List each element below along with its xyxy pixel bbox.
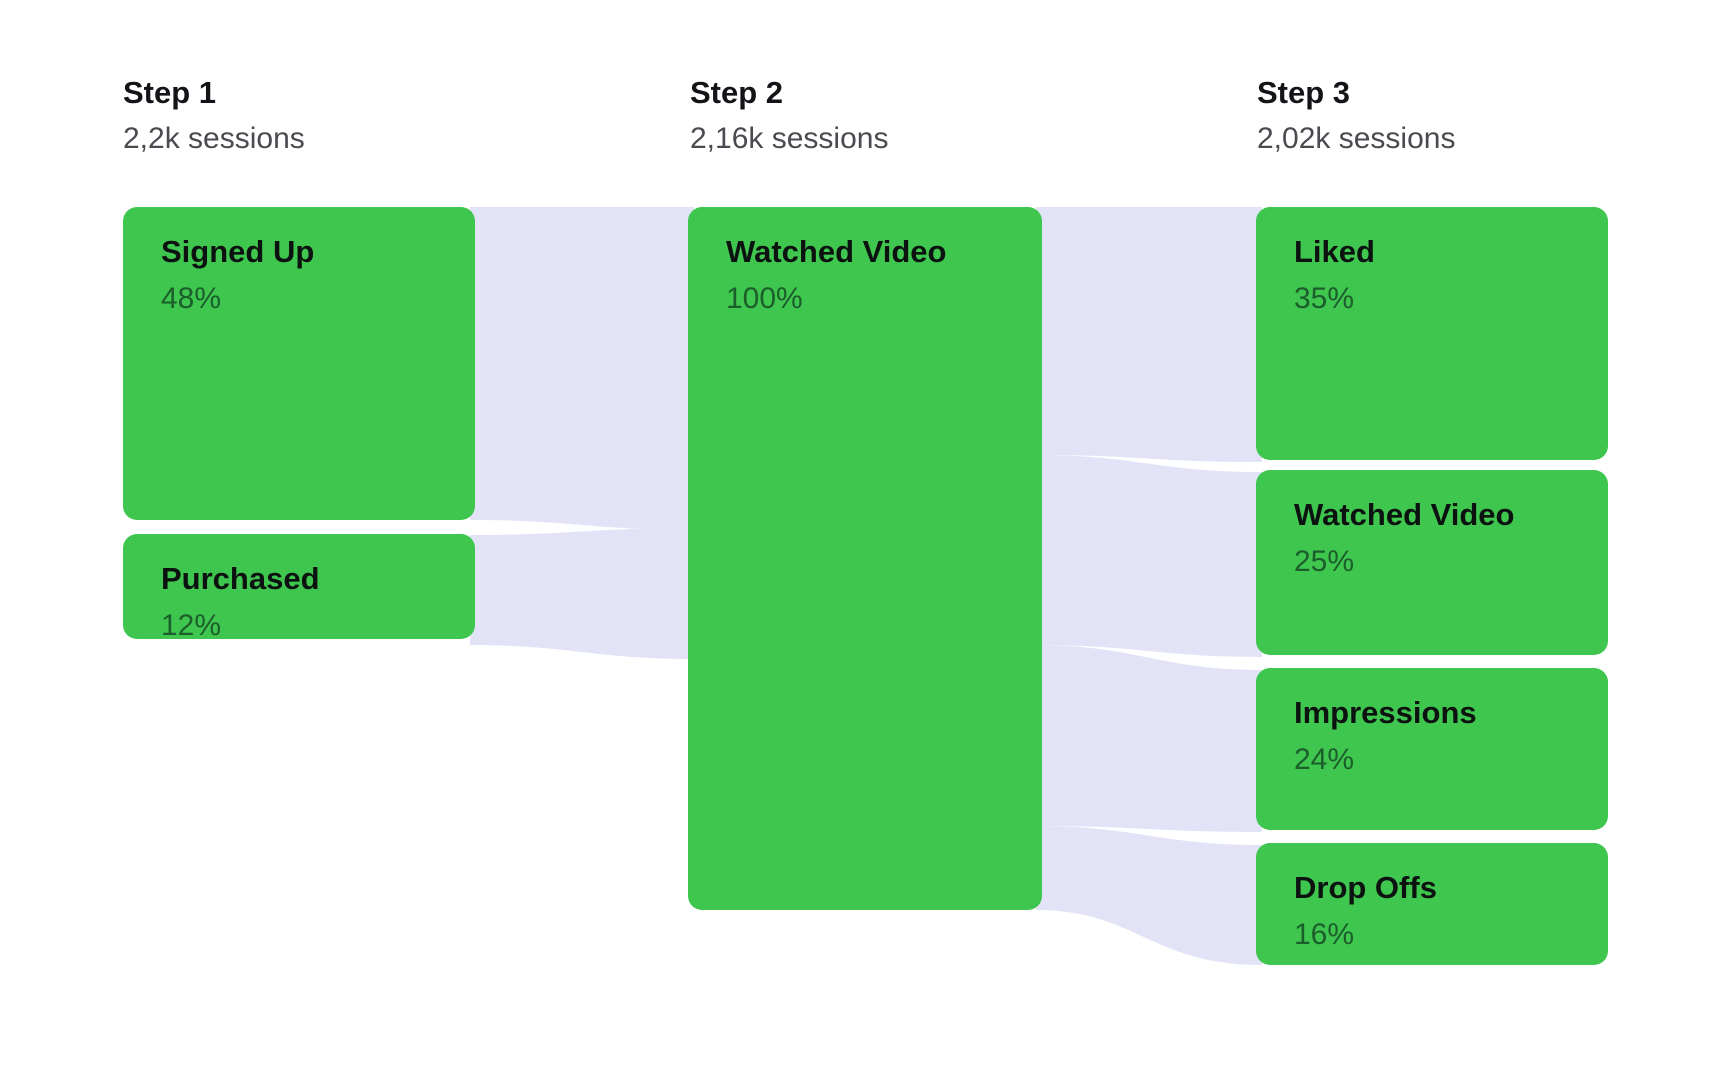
node-percent: 35% <box>1294 282 1355 315</box>
node-percent: 25% <box>1294 545 1355 578</box>
step1-title: Step 1 <box>123 75 217 110</box>
flow-watched-video-to-watched-video <box>1036 455 1262 657</box>
node-drop-offs[interactable]: Drop Offs 16% <box>1256 843 1608 965</box>
step2-header: Step 2 2,16k sessions <box>690 74 888 158</box>
node-label: Liked <box>1294 234 1375 269</box>
node-percent: 24% <box>1294 743 1355 776</box>
node-label: Signed Up <box>161 234 315 269</box>
step3-title: Step 3 <box>1257 75 1351 110</box>
flow-watched-video-to-impressions <box>1036 645 1262 832</box>
node-label: Watched Video <box>726 234 947 269</box>
node-percent: 16% <box>1294 918 1355 951</box>
node-signed-up[interactable]: Signed Up 48% <box>123 207 475 520</box>
node-percent: 48% <box>161 282 222 315</box>
step1-sessions: 2,2k sessions <box>123 122 305 155</box>
node-percent: 100% <box>726 282 803 315</box>
flow-purchased-to-watched-video <box>470 528 694 659</box>
node-liked[interactable]: Liked 35% <box>1256 207 1608 460</box>
flow-signed-up-to-watched-video <box>470 207 694 530</box>
node-label: Drop Offs <box>1294 870 1437 905</box>
flow-watched-video-to-drop-offs <box>1036 826 1262 965</box>
flow-watched-video-to-liked <box>1036 207 1262 462</box>
step2-title: Step 2 <box>690 75 784 110</box>
node-watched-video-step2[interactable]: Watched Video 100% <box>688 207 1042 910</box>
node-watched-video-step3[interactable]: Watched Video 25% <box>1256 470 1608 655</box>
step3-header: Step 3 2,02k sessions <box>1257 74 1455 158</box>
node-percent: 12% <box>161 609 222 639</box>
step2-sessions: 2,16k sessions <box>690 122 889 155</box>
step3-sessions: 2,02k sessions <box>1257 122 1456 155</box>
node-label: Watched Video <box>1294 497 1515 532</box>
node-label: Purchased <box>161 561 320 596</box>
step1-header: Step 1 2,2k sessions <box>123 74 305 158</box>
node-impressions[interactable]: Impressions 24% <box>1256 668 1608 830</box>
node-label: Impressions <box>1294 695 1477 730</box>
node-purchased[interactable]: Purchased 12% <box>123 534 475 639</box>
